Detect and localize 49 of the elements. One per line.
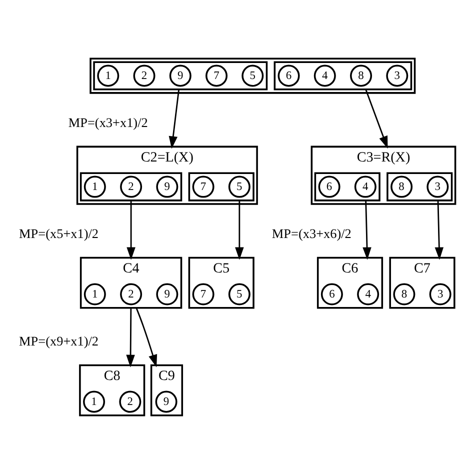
label: MP=(x3+x1)/2	[68, 114, 148, 130]
node-circle: 2	[120, 176, 142, 198]
node-circle: 7	[192, 176, 214, 198]
arrow	[168, 89, 180, 149]
node-circle: 8	[393, 283, 416, 306]
node-circle: 8	[390, 176, 413, 198]
node-circle: 6	[278, 64, 300, 87]
node-circle: 3	[429, 283, 452, 306]
node-circle: 1	[84, 176, 106, 198]
node-circle: 4	[354, 176, 376, 198]
cluster	[93, 61, 268, 90]
node-circle: 7	[192, 283, 214, 306]
node-circle: 9	[156, 283, 178, 306]
cluster	[90, 58, 416, 94]
node-circle: 8	[350, 64, 372, 87]
node-circle: 1	[97, 64, 120, 87]
cluster	[314, 172, 380, 202]
arrow	[126, 308, 135, 368]
cluster	[274, 61, 412, 90]
node-circle: 5	[242, 64, 264, 87]
arrow	[362, 200, 372, 260]
cluster	[188, 172, 254, 202]
cluster	[386, 172, 453, 202]
node-circle: 3	[386, 64, 408, 87]
node-circle: 1	[83, 390, 106, 413]
arrow	[434, 200, 444, 260]
node-circle: 2	[133, 64, 156, 87]
node-circle: 1	[84, 283, 106, 306]
arrow	[235, 200, 244, 260]
node-circle: 2	[119, 390, 142, 413]
arrow	[365, 89, 388, 149]
node-circle: 9	[169, 64, 192, 87]
node-circle: 5	[228, 176, 250, 198]
arrow	[126, 200, 136, 260]
node-circle: 9	[156, 176, 178, 198]
cluster	[80, 172, 182, 202]
node-circle: 7	[206, 64, 228, 87]
node-circle: 9	[155, 390, 178, 413]
node-circle: 6	[318, 176, 340, 198]
node-circle: 5	[228, 283, 250, 306]
node-circle: 4	[314, 64, 336, 87]
label: MP=(x5+x1)/2	[19, 226, 99, 241]
node-circle: 6	[320, 283, 343, 306]
node-circle: 4	[357, 283, 380, 306]
node-circle: 2	[120, 283, 142, 306]
label: MP=(x9+x1)/2	[19, 333, 99, 348]
node-circle: 3	[426, 176, 449, 198]
label: MP=(x3+x6)/2	[272, 226, 352, 241]
arrow	[136, 308, 158, 368]
